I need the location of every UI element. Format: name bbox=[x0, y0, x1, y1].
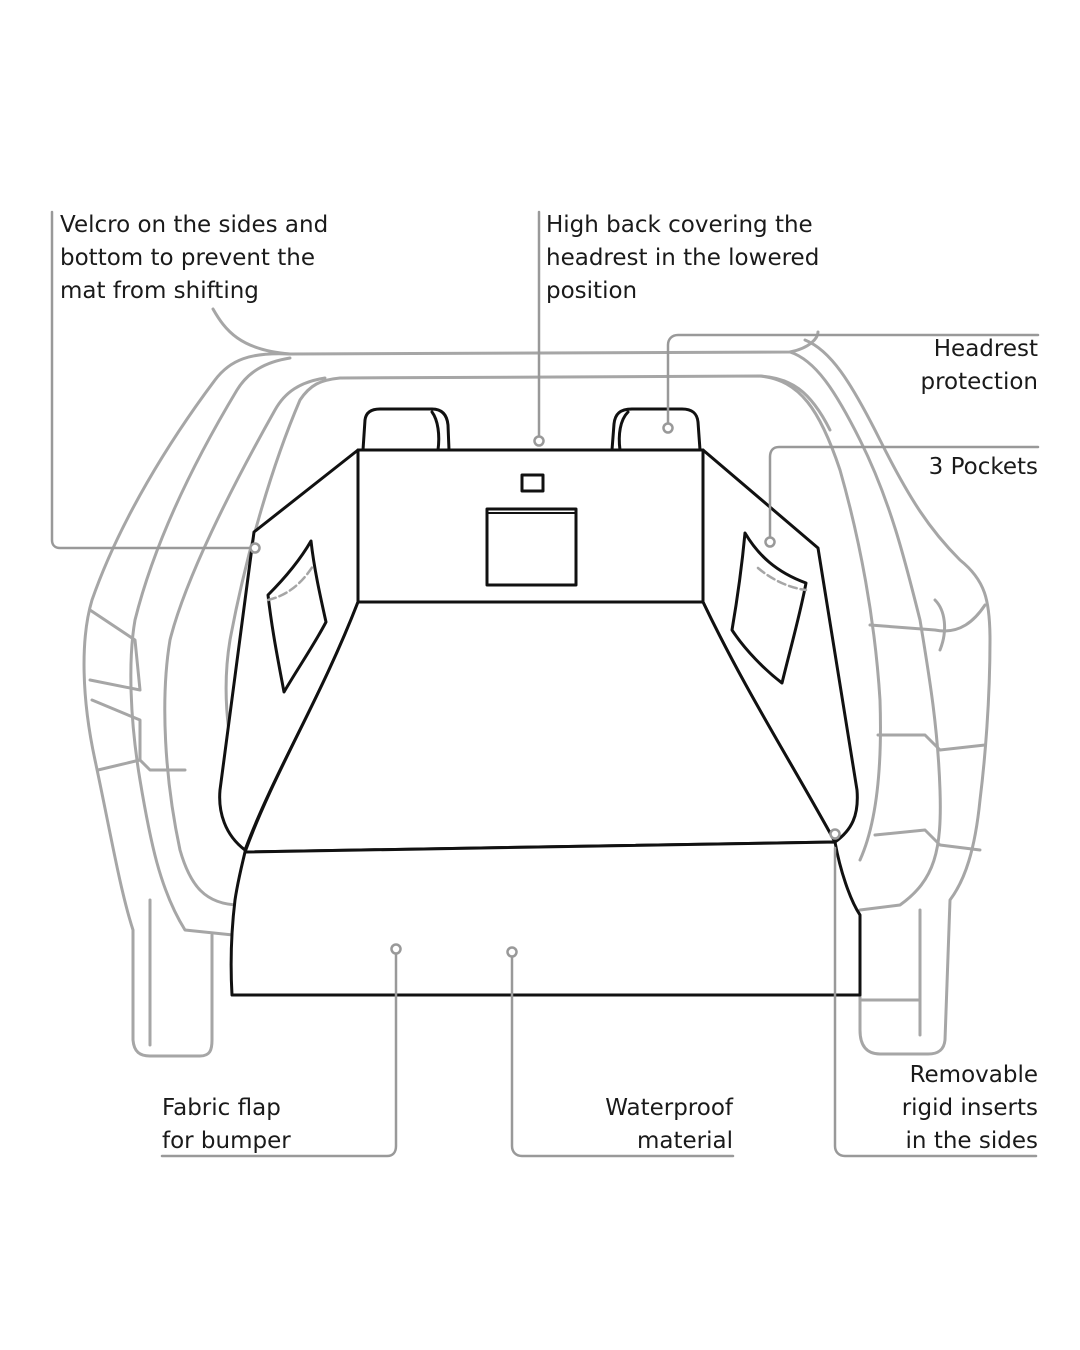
callout-velcro-line-1: Velcro on the sides and bbox=[60, 212, 329, 238]
dot-flap bbox=[390, 943, 402, 955]
leader-velcro bbox=[50, 210, 252, 550]
back-pocket bbox=[485, 507, 578, 587]
callout-headrest-line-1: Headrest bbox=[933, 336, 1038, 362]
callout-fabric-flap-line-2: for bumper bbox=[162, 1128, 291, 1154]
right-headrest bbox=[610, 407, 702, 452]
leader-headrest bbox=[666, 333, 1040, 425]
dot-waterproof bbox=[506, 946, 518, 958]
callout-inserts-line-3: in the sides bbox=[905, 1128, 1038, 1154]
dot-pockets bbox=[764, 536, 776, 548]
cargo-mat bbox=[218, 407, 862, 997]
callout-pockets: 3 Pockets bbox=[929, 451, 1038, 484]
callout-velcro: Velcro on the sides and bottom to preven… bbox=[60, 209, 328, 308]
callout-velcro-line-2: bottom to prevent the bbox=[60, 245, 316, 271]
dot-inserts bbox=[829, 828, 841, 840]
callout-headrest-line-2: protection bbox=[920, 369, 1039, 395]
callout-headrest: Headrest protection bbox=[921, 333, 1039, 399]
left-pocket bbox=[266, 539, 328, 694]
right-pocket bbox=[730, 531, 808, 685]
callout-inserts-line-1: Removable bbox=[909, 1062, 1038, 1088]
car-outline bbox=[82, 307, 992, 1058]
callout-inserts-line-2: rigid inserts bbox=[901, 1095, 1038, 1121]
callout-waterproof-line-2: material bbox=[637, 1128, 733, 1154]
dot-velcro bbox=[249, 542, 261, 554]
callout-inserts: Removable rigid inserts in the sides bbox=[902, 1059, 1038, 1158]
callout-velcro-line-3: mat from shifting bbox=[60, 278, 259, 304]
leader-pockets bbox=[768, 445, 1040, 539]
callout-high-back: High back covering the headrest in the l… bbox=[546, 209, 819, 308]
callout-high-back-line-1: High back covering the bbox=[546, 212, 813, 238]
leader-inserts bbox=[833, 846, 1038, 1158]
leader-waterproof bbox=[510, 955, 735, 1158]
callout-high-back-line-2: headrest in the lowered bbox=[546, 245, 820, 271]
dot-headrest bbox=[662, 422, 674, 434]
leader-lines bbox=[50, 210, 1040, 1158]
callout-fabric-flap-line-1: Fabric flap bbox=[162, 1095, 281, 1121]
dot-high-back bbox=[533, 435, 545, 447]
callout-waterproof-line-1: Waterproof bbox=[605, 1095, 733, 1121]
callout-high-back-line-3: position bbox=[546, 278, 638, 304]
callout-pockets-line-1: 3 Pockets bbox=[928, 454, 1038, 480]
callout-fabric-flap: Fabric flap for bumper bbox=[162, 1092, 291, 1158]
left-headrest bbox=[361, 407, 451, 452]
bumper-flap bbox=[229, 840, 862, 997]
leader-flap bbox=[160, 952, 398, 1158]
back-tab bbox=[520, 473, 545, 493]
callout-dots bbox=[249, 422, 841, 958]
callout-waterproof: Waterproof material bbox=[605, 1092, 733, 1158]
